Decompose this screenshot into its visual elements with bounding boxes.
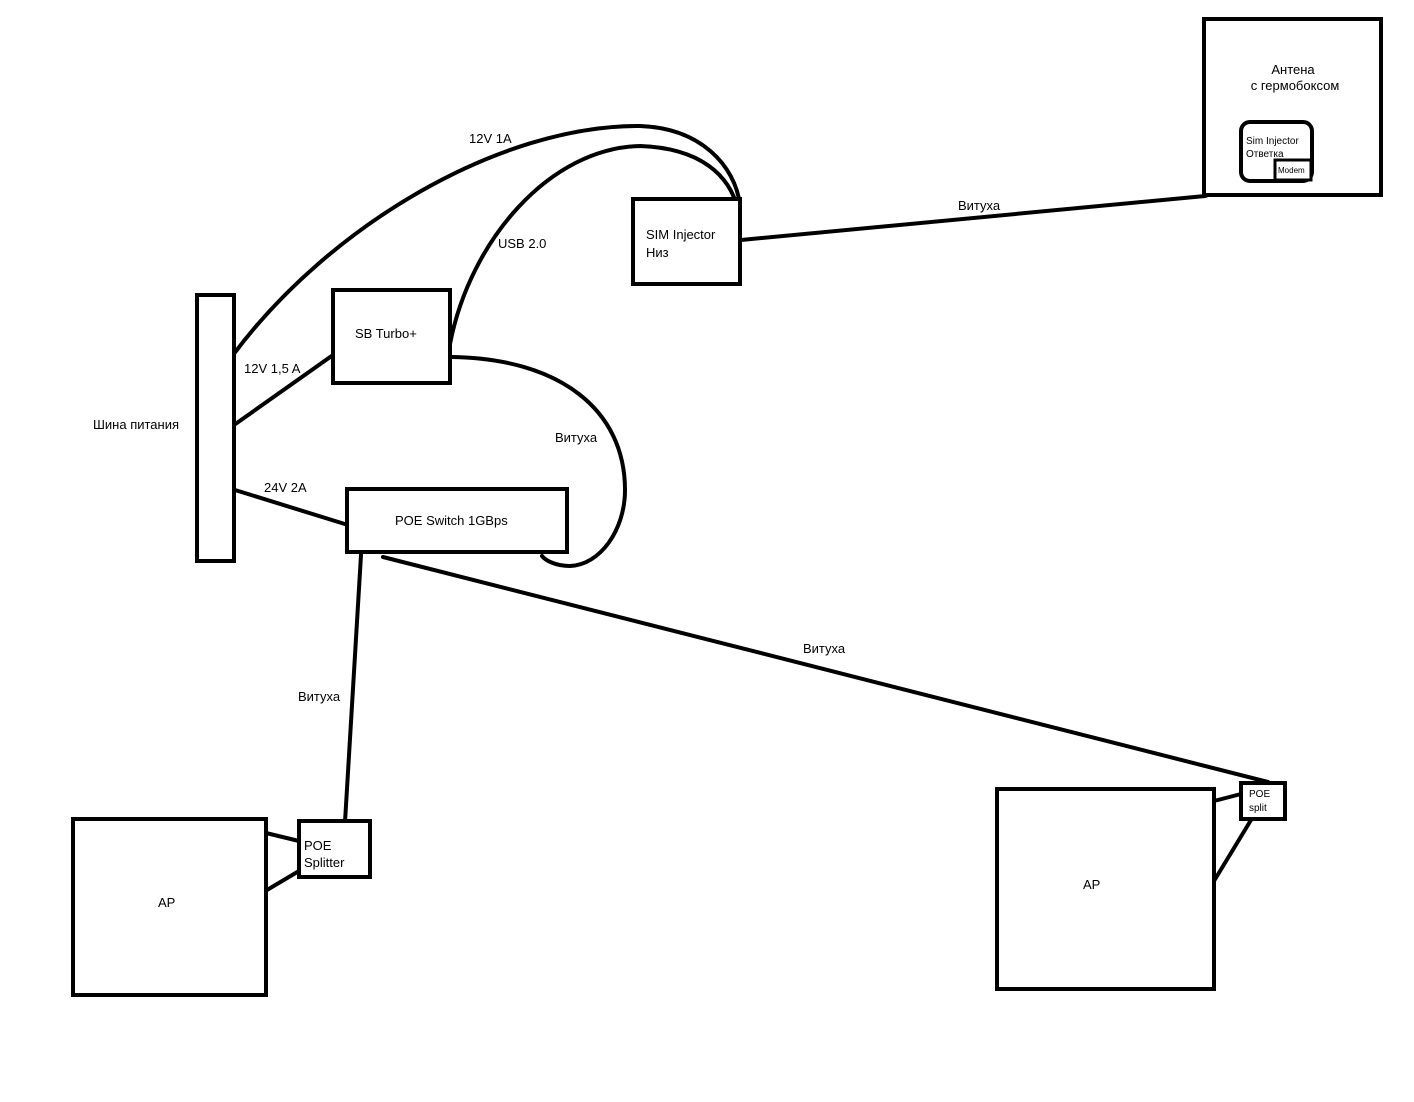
wire-splitter-to-ap-left-a — [264, 831, 301, 843]
antenna-label-line2: с гермобоксом — [1251, 78, 1340, 93]
poe-switch-box — [345, 487, 569, 554]
antenna-label-line1: Антена — [1271, 62, 1315, 77]
wire-splitter-to-ap-left-b — [265, 869, 301, 892]
sim-injector-bottom-label-line2: Низ — [646, 245, 669, 260]
sb-turbo-label: SB Turbo+ — [355, 326, 417, 341]
wire-split-to-ap-right-a — [1212, 792, 1243, 803]
antenna-box — [1202, 17, 1383, 197]
sb-turbo-box — [331, 288, 452, 385]
poe-switch-label: POE Switch 1GBps — [395, 513, 508, 528]
sim-injector-reply-label-line1: Sim Injector — [1246, 136, 1299, 147]
ap-right-box — [995, 787, 1216, 991]
wire-split-to-ap-right-b — [1212, 818, 1253, 883]
link-label-sb-to-injector: USB 2.0 — [498, 236, 546, 251]
power-bus-box — [195, 293, 236, 563]
ap-right-label: AP — [1083, 877, 1100, 892]
ap-left-box — [71, 817, 268, 997]
poe-splitter-label-line1: POE — [304, 838, 332, 853]
poe-splitter-label-line2: Splitter — [304, 855, 345, 870]
wire-sb-to-switch-twisted-pair — [448, 355, 628, 569]
wire-bus-to-sb-power — [232, 353, 335, 427]
wire-switch-to-splitter — [343, 553, 363, 824]
link-label-injector-to-antenna: Витуха — [958, 198, 1001, 213]
wire-bus-to-switch-power — [233, 488, 350, 527]
sim-injector-bottom-box — [631, 197, 742, 286]
poe-splitter-box — [297, 819, 372, 879]
nodes — [71, 17, 1383, 997]
link-label-bus-to-sb: 12V 1,5 A — [244, 361, 301, 376]
sim-injector-reply-label-line2: Ответка — [1246, 149, 1284, 160]
poe-split-label-line1: POE — [1249, 789, 1270, 800]
wire-sb-to-injector-usb — [448, 143, 740, 346]
sim-injector-bottom-label-line1: SIM Injector — [646, 227, 716, 242]
link-labels: 12V 1A USB 2.0 12V 1,5 A 24V 2A Витуха В… — [244, 131, 1001, 704]
link-label-bus-to-injector: 12V 1A — [469, 131, 512, 146]
modem-label: Modem — [1278, 166, 1305, 175]
link-label-switch-to-splitter: Витуха — [298, 689, 341, 704]
modem-box — [1273, 158, 1313, 182]
wire-bus-to-injector-power — [231, 123, 742, 357]
link-label-bus-to-switch: 24V 2A — [264, 480, 307, 495]
ap-left-label: AP — [158, 895, 175, 910]
poe-split-box — [1239, 781, 1287, 821]
node-labels: Шина питания SB Turbo+ SIM Injector Низ … — [93, 62, 1339, 910]
power-bus-label: Шина питания — [93, 417, 179, 432]
link-label-switch-to-split: Витуха — [803, 641, 846, 656]
link-label-sb-to-switch: Витуха — [555, 430, 598, 445]
wire-switch-to-split — [381, 555, 1270, 784]
poe-split-label-line2: split — [1249, 803, 1267, 814]
